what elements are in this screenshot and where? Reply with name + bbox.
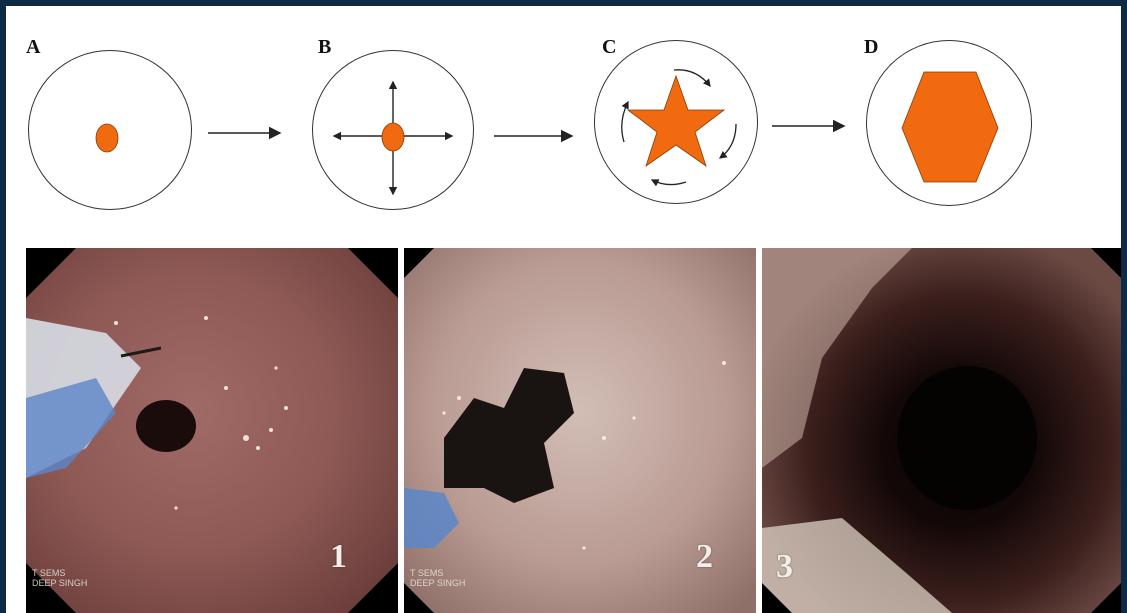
figure-frame: A B C D — [6, 6, 1121, 613]
dot-b — [382, 123, 404, 151]
star-c — [628, 76, 724, 166]
dot-a — [96, 124, 118, 152]
diagram-overlay — [6, 6, 1121, 246]
rotate-arrow-top — [674, 70, 710, 86]
endoscopy-photo-1: T SEMS DEEP SINGH 1 — [26, 248, 398, 613]
rotate-arrow-left — [622, 102, 628, 142]
photo-2-caption: T SEMS DEEP SINGH — [410, 568, 465, 588]
rotate-arrow-bottom — [652, 180, 686, 185]
endoscopy-photo-2: T SEMS DEEP SINGH 2 — [404, 248, 756, 613]
photo-3-number: 3 — [776, 548, 793, 586]
photo-1-number: 1 — [330, 538, 347, 576]
hexagon-d — [902, 72, 998, 182]
rotate-arrow-right — [720, 124, 736, 158]
endoscopy-photo-3: 3 — [762, 248, 1121, 613]
photo-2-number: 2 — [696, 538, 713, 576]
photo-1-caption: T SEMS DEEP SINGH — [32, 568, 87, 588]
